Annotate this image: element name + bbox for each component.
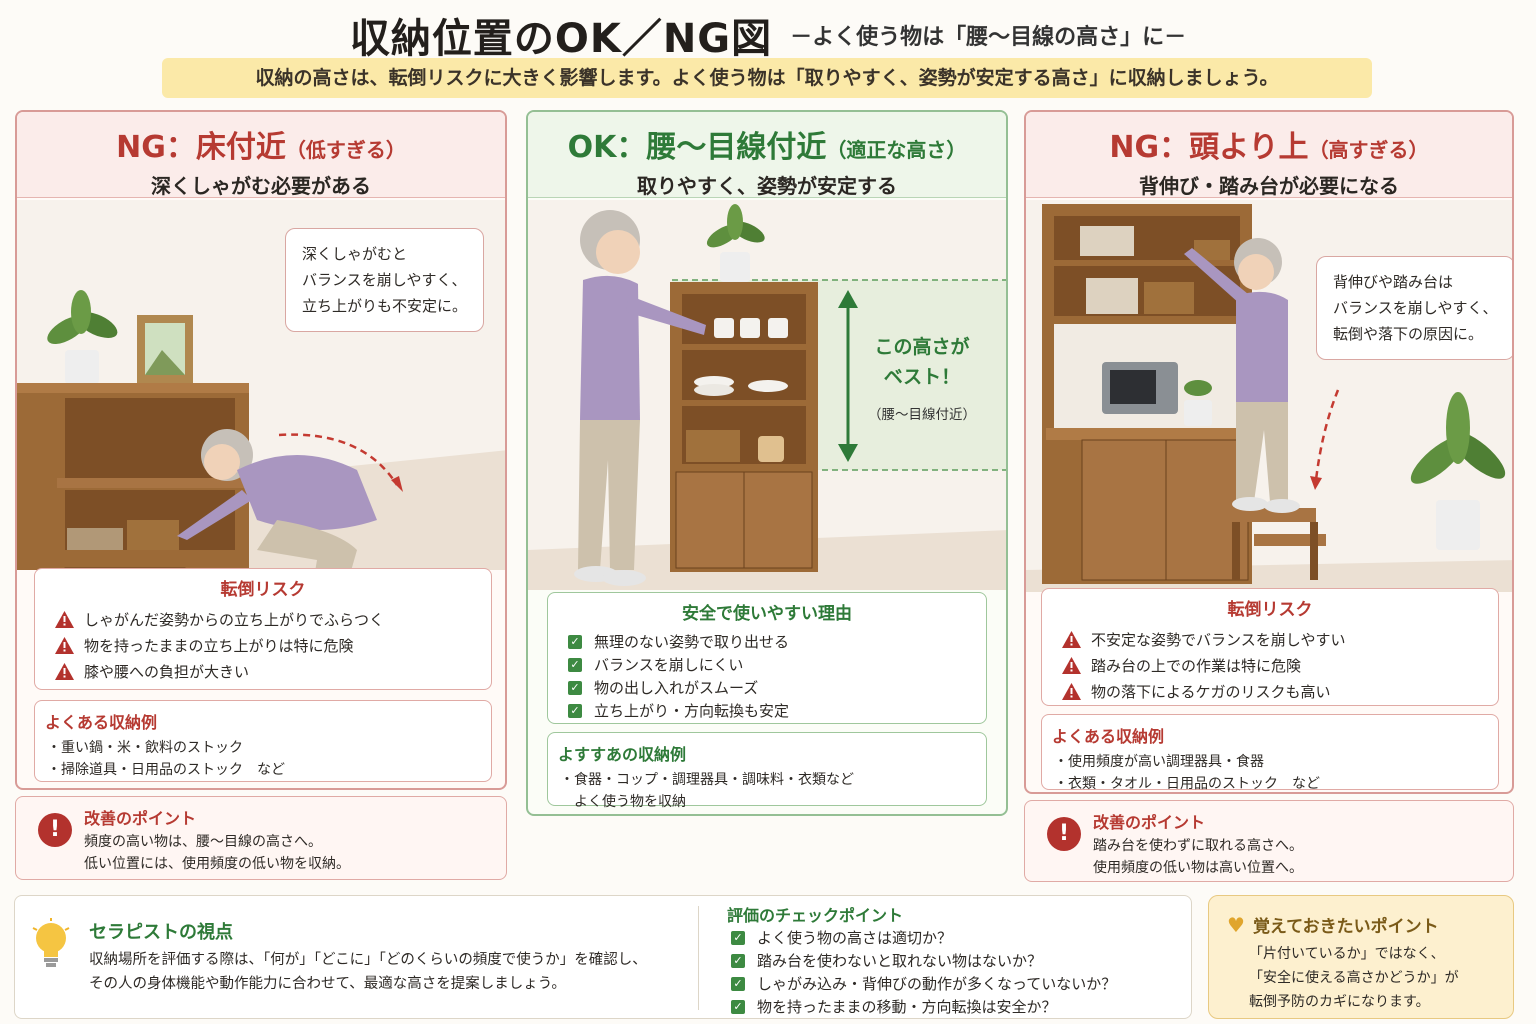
checkpoint-item: ✓しゃがみ込み・背伸びの動作が多くなっていないか？ (731, 972, 1116, 995)
back-curve-arrow (278, 433, 399, 486)
risk-item: 不安定な姿勢でバランスを崩しやすい (1062, 626, 1498, 652)
page-title: 収納位置のOK／NG図 (349, 16, 773, 62)
ng-high-examples-box: よくある収納例 ・使用頻度が高い調理器具・食器 ・衣類・タオル・日用品のストック… (1041, 714, 1499, 792)
ng-low-examples-box: よくある収納例 ・重い鍋・米・飲料のストック ・掃除道具・日用品のストック など (34, 700, 492, 782)
therapist-text: 収納場所を評価する際は、「何が」「どこに」「どのくらいの頻度で使うか」を確認し、… (89, 952, 647, 992)
warning-icon (1062, 682, 1081, 700)
ok-title: OK：腰～目線付近 (567, 130, 827, 165)
ng-low-improve-title: 改善のポイント (84, 809, 197, 828)
remember-text: 「片付いているか」ではなく、 「安全に使える高さかどうか」が 転倒予防のカギにな… (1249, 946, 1459, 1010)
check-icon: ✓ (731, 930, 745, 945)
check-icon: ✓ (568, 657, 582, 672)
check-icon: ✓ (731, 976, 745, 991)
checkpoint-item: ✓踏み台を使わないと取れない物はないか？ (731, 949, 1116, 972)
ng-high-panel: NG：頭より上（高すぎる） 背伸び・踏み台が必要になる (1024, 110, 1514, 794)
ok-header: OK：腰～目線付近（適正な高さ） 取りやすく、姿勢が安定する (528, 112, 1006, 198)
crouching-woman-icon (177, 429, 377, 570)
lightbulb-icon (32, 918, 70, 967)
ng-high-improve-title: 改善のポイント (1093, 813, 1206, 832)
ng-low-title-paren: （低すぎる） (285, 138, 406, 162)
therapist-title: セラピストの視点 (89, 922, 233, 943)
warning-icon (1062, 656, 1081, 674)
photo-frame-icon (137, 315, 193, 383)
potted-plant-icon (1184, 380, 1212, 426)
remember-box: ♥ 覚えておきたいポイント 「片付いているか」ではなく、 「安全に使える高さかどう… (1208, 895, 1514, 1019)
intro-banner: 収納の高さは、転倒リスクに大きく影響します。よく使う物は「取りやすく、姿勢が安定… (162, 58, 1372, 98)
ng-low-title: NG：床付近 (116, 130, 286, 165)
reason-item: ✓物の出し入れがスムーズ (568, 676, 986, 699)
ok-title-paren: （適正な高さ） (826, 138, 967, 162)
ng-low-examples-title: よくある収納例 (45, 713, 158, 732)
check-icon: ✓ (731, 953, 745, 968)
page-header: 収納位置のOK／NG図 －よく使う物は「腰～目線の高さ」に－ (0, 6, 1536, 64)
ng-high-subtitle: 背伸び・踏み台が必要になる (1139, 174, 1399, 198)
remember-title: 覚えておきたいポイント (1252, 917, 1439, 937)
risk-item: 物の落下によるケガのリスクも高い (1062, 678, 1498, 704)
warning-icon (55, 636, 74, 654)
heart-icon: ♥ (1227, 913, 1245, 937)
page-subtitle: －よく使う物は「腰～目線の高さ」に－ (790, 25, 1187, 50)
section-divider (698, 906, 699, 1010)
step-stool-icon (1228, 508, 1326, 580)
ng-high-title-paren: （高すぎる） (1308, 138, 1429, 162)
checkpoints-title: 評価のチェックポイント (727, 906, 904, 925)
ng-high-examples-title: よくある収納例 (1052, 727, 1165, 746)
best-height-label: この高さが ベスト！ （腰～目線付近） (868, 336, 976, 423)
ng-low-panel: NG：床付近（低すぎる） 深くしゃがむ必要がある (15, 110, 507, 790)
reason-item: ✓無理のない姿勢で取り出せる (568, 630, 986, 653)
ok-reasons-title: 安全で使いやすい理由 (682, 604, 852, 624)
check-icon: ✓ (731, 999, 745, 1014)
ng-low-improve-box: ! 改善のポイント 頻度の高い物は、腰～目線の高さへ。 低い位置には、使用頻度の… (15, 796, 507, 880)
warning-icon (1062, 630, 1081, 648)
potted-plant-icon (706, 204, 765, 282)
ok-subtitle: 取りやすく、姿勢が安定する (637, 174, 897, 198)
ng-high-improve-box: ! 改善のポイント 踏み台を使わずに取れる高さへ。 使用頻度の低い物は高い位置へ… (1024, 800, 1514, 882)
ok-examples-box: よすすあの収納例 ・食器・コップ・調理器具・調味料・衣類など よく使う物を収納 (547, 732, 987, 810)
ng-high-bubble: 背伸びや踏み台は バランスを崩しやすく、 転倒や落下の原因に。 (1316, 256, 1512, 360)
therapist-section: セラピストの視点 収納場所を評価する際は、「何が」「どこに」「どのくらいの頻度で… (14, 895, 1192, 1019)
checkpoint-item: ✓よく使う物の高さは適切か？ (731, 926, 1116, 949)
ng-high-risk-title: 転倒リスク (1227, 600, 1313, 620)
standing-woman-illustration (528, 200, 1006, 590)
ng-high-header: NG：頭より上（高すぎる） 背伸び・踏み台が必要になる (1026, 112, 1512, 198)
risk-item: 踏み台の上での作業は特に危険 (1062, 652, 1498, 678)
kitchen-cupboard-icon (1042, 204, 1252, 584)
exclamation-icon: ! (38, 813, 72, 847)
reason-item: ✓立ち上がり・方向転換も安定 (568, 699, 986, 722)
risk-item: 膝や腰への負担が大きい (55, 658, 491, 684)
vertical-range-arrow (838, 290, 858, 462)
ng-low-risk-title: 転倒リスク (220, 580, 306, 600)
potted-plant-icon (47, 290, 118, 384)
risk-item: しゃがんだ姿勢からの立ち上がりでふらつく (55, 606, 491, 632)
reason-item: ✓バランスを崩しにくい (568, 653, 986, 676)
standing-woman-icon (574, 210, 706, 586)
check-icon: ✓ (568, 703, 582, 718)
potted-plant-icon (1410, 392, 1506, 550)
tall-cabinet-icon (670, 282, 818, 572)
ng-low-risk-box: 転倒リスク しゃがんだ姿勢からの立ち上がりでふらつく 物を持ったままの立ち上がり… (34, 568, 492, 690)
ng-high-title: NG：頭より上 (1109, 130, 1309, 165)
ok-examples-title: よすすあの収納例 (558, 745, 687, 764)
ng-low-subtitle: 深くしゃがむ必要がある (151, 174, 371, 198)
low-cabinet-icon (17, 383, 249, 570)
check-icon: ✓ (568, 634, 582, 649)
exclamation-icon: ! (1047, 817, 1081, 851)
warning-icon (55, 610, 74, 628)
checkpoint-item: ✓物を持ったままの移動・方向転換は安全か？ (731, 995, 1116, 1018)
ng-low-bubble: 深くしゃがむと バランスを崩しやすく、 立ち上がりも不安定に。 (285, 228, 485, 332)
ng-low-header: NG：床付近（低すぎる） 深くしゃがむ必要がある (17, 112, 505, 198)
checkpoints-list: ✓よく使う物の高さは適切か？ ✓踏み台を使わないと取れない物はないか？ ✓しゃが… (731, 926, 1116, 1018)
warning-icon (55, 662, 74, 680)
reaching-woman-icon (1184, 238, 1300, 513)
ng-high-risk-box: 転倒リスク 不安定な姿勢でバランスを崩しやすい 踏み台の上での作業は特に危険 物… (1041, 588, 1499, 706)
check-icon: ✓ (568, 680, 582, 695)
ok-reasons-box: 安全で使いやすい理由 ✓無理のない姿勢で取り出せる ✓バランスを崩しにくい ✓物… (547, 592, 987, 724)
risk-item: 物を持ったままの立ち上がりは特に危険 (55, 632, 491, 658)
ok-panel: OK：腰～目線付近（適正な高さ） 取りやすく、姿勢が安定する (526, 110, 1008, 816)
